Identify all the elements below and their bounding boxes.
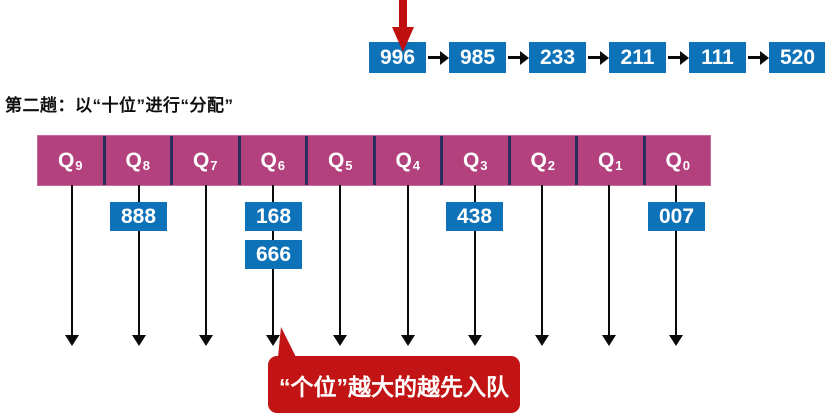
queue-label: Q xyxy=(125,148,142,172)
queue-label-subscript: 8 xyxy=(142,158,151,173)
arrow-head xyxy=(266,335,280,346)
list-node-233: 233 xyxy=(529,42,586,73)
queue-label: Q xyxy=(57,148,75,172)
arrow-down-icon xyxy=(132,185,146,347)
queue-label-subscript: 0 xyxy=(682,158,691,173)
queue-label: Q xyxy=(395,148,412,172)
queue-label-subscript: 5 xyxy=(345,158,353,173)
arrow-down-icon xyxy=(333,185,347,347)
arrow-line xyxy=(70,185,74,337)
arrow-right-icon xyxy=(426,50,449,65)
arrow-head xyxy=(520,50,529,65)
arrow-head xyxy=(760,50,769,65)
arrow-down-icon xyxy=(199,185,213,347)
bucket-node-q0-007: 007 xyxy=(648,202,705,231)
arrow-down-icon xyxy=(535,185,549,347)
queue-label-subscript: 4 xyxy=(412,158,421,173)
queue-label-subscript: 3 xyxy=(480,158,488,173)
arrow-line xyxy=(428,56,441,59)
queue-label: Q xyxy=(192,148,210,172)
queue-label: Q xyxy=(327,148,345,172)
arrow-line xyxy=(508,56,521,59)
bucket-node-q6-666: 666 xyxy=(245,240,302,269)
pass-title: 第二趟：以“十位”进行“分配” xyxy=(5,96,234,115)
pointer-arrow-stem xyxy=(399,0,407,28)
arrow-right-icon xyxy=(586,50,609,65)
arrow-right-icon xyxy=(746,50,769,65)
arrow-head xyxy=(602,335,616,346)
arrow-head xyxy=(440,50,449,65)
arrow-line xyxy=(540,185,544,337)
callout-bubble: “个位”越大的越先入队 xyxy=(268,327,520,413)
queue-label: Q xyxy=(597,148,615,172)
arrow-down-icon xyxy=(468,185,482,347)
arrow-head xyxy=(401,335,415,346)
queue-label-subscript: 6 xyxy=(277,158,286,173)
queue-label: Q xyxy=(665,148,682,172)
queue-label: Q xyxy=(530,148,547,172)
arrow-down-icon xyxy=(401,185,415,347)
queue-label-subscript: 7 xyxy=(210,158,218,173)
queue-label: Q xyxy=(462,148,480,172)
arrow-line xyxy=(204,185,208,337)
arrow-line xyxy=(473,185,477,337)
arrow-line xyxy=(406,185,410,337)
input-linked-list: 996 985 233 211 111 520 xyxy=(369,42,825,73)
callout-tail xyxy=(278,327,296,357)
arrow-head xyxy=(535,335,549,346)
list-node-211: 211 xyxy=(609,42,666,73)
arrow-head xyxy=(65,335,79,346)
pointer-arrow-head xyxy=(392,27,414,52)
arrow-head xyxy=(333,335,347,346)
arrow-line xyxy=(588,56,601,59)
arrow-down-icon xyxy=(65,185,79,347)
arrow-head xyxy=(468,335,482,346)
list-node-111: 111 xyxy=(689,42,746,73)
arrow-head xyxy=(600,50,609,65)
arrow-line xyxy=(338,185,342,337)
callout-text: “个位”越大的越先入队 xyxy=(279,373,509,400)
queue-label-subscript: 9 xyxy=(75,158,83,173)
queue-label: Q xyxy=(260,148,277,172)
arrow-right-icon xyxy=(666,50,689,65)
arrow-head xyxy=(199,335,213,346)
arrow-line xyxy=(748,56,761,59)
arrow-head xyxy=(680,50,689,65)
list-node-520: 520 xyxy=(769,42,825,73)
arrow-right-icon xyxy=(506,50,529,65)
queue-label-subscript: 1 xyxy=(615,158,623,173)
arrow-down-icon xyxy=(669,185,683,347)
bucket-node-q3-438: 438 xyxy=(446,202,503,231)
arrow-line xyxy=(137,185,141,337)
arrow-line xyxy=(668,56,681,59)
bucket-node-q6-168: 168 xyxy=(245,202,302,231)
arrow-head xyxy=(132,335,146,346)
bucket-node-q8-888: 888 xyxy=(110,202,167,231)
current-node-pointer-arrow-icon xyxy=(392,0,414,53)
arrow-line xyxy=(674,185,678,337)
arrow-head xyxy=(669,335,683,346)
queue-label-subscript: 2 xyxy=(547,158,556,173)
arrow-line xyxy=(607,185,611,337)
list-node-985: 985 xyxy=(449,42,506,73)
arrow-down-icon xyxy=(602,185,616,347)
